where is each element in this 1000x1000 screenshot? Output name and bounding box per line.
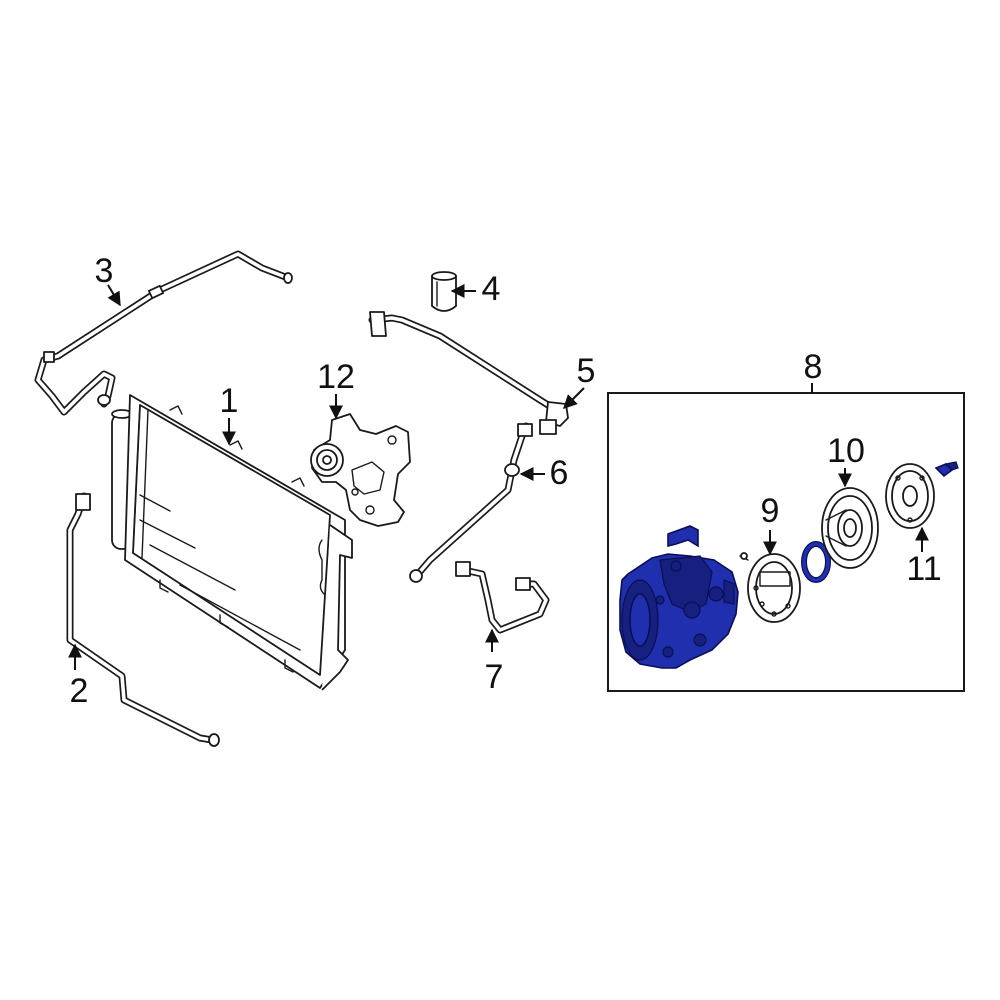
part-8-kit-box	[607, 392, 965, 692]
part-bolt[interactable]	[934, 461, 959, 478]
callout-12: 12	[317, 358, 355, 396]
part-7-hose[interactable]	[455, 561, 550, 634]
leader-5	[563, 387, 585, 409]
callout-11: 11	[906, 550, 941, 588]
part-12-compressor-bracket[interactable]	[310, 413, 411, 527]
callout-4: 4	[482, 270, 501, 308]
part-10-pulley[interactable]	[821, 487, 879, 569]
callout-6: 6	[550, 454, 569, 492]
part-8-compressor[interactable]	[619, 525, 739, 669]
callout-labels: 1 2 3 4 5 6 7 8 9 10 11 12	[70, 252, 942, 710]
callout-7: 7	[485, 658, 504, 696]
part-4-drier[interactable]	[431, 271, 457, 312]
part-5-suction-line[interactable]	[368, 311, 569, 435]
callout-5: 5	[577, 352, 596, 390]
callout-10: 10	[827, 432, 865, 470]
part-9-field-coil[interactable]	[739, 552, 801, 623]
callout-3: 3	[95, 252, 114, 290]
part-1-condenser[interactable]	[111, 394, 353, 691]
callout-8: 8	[804, 348, 823, 386]
part-snap-ring[interactable]	[801, 541, 831, 583]
callout-9: 9	[761, 492, 780, 530]
callout-1: 1	[220, 382, 239, 420]
callout-2: 2	[70, 672, 89, 710]
part-11-clutch-plate[interactable]	[885, 463, 935, 529]
part-3-discharge-line[interactable]	[34, 250, 293, 416]
leader-lines	[68, 284, 929, 670]
leader-3	[107, 284, 121, 307]
part-2-liquid-line[interactable]	[66, 492, 220, 747]
part-6-hose[interactable]	[409, 422, 533, 583]
